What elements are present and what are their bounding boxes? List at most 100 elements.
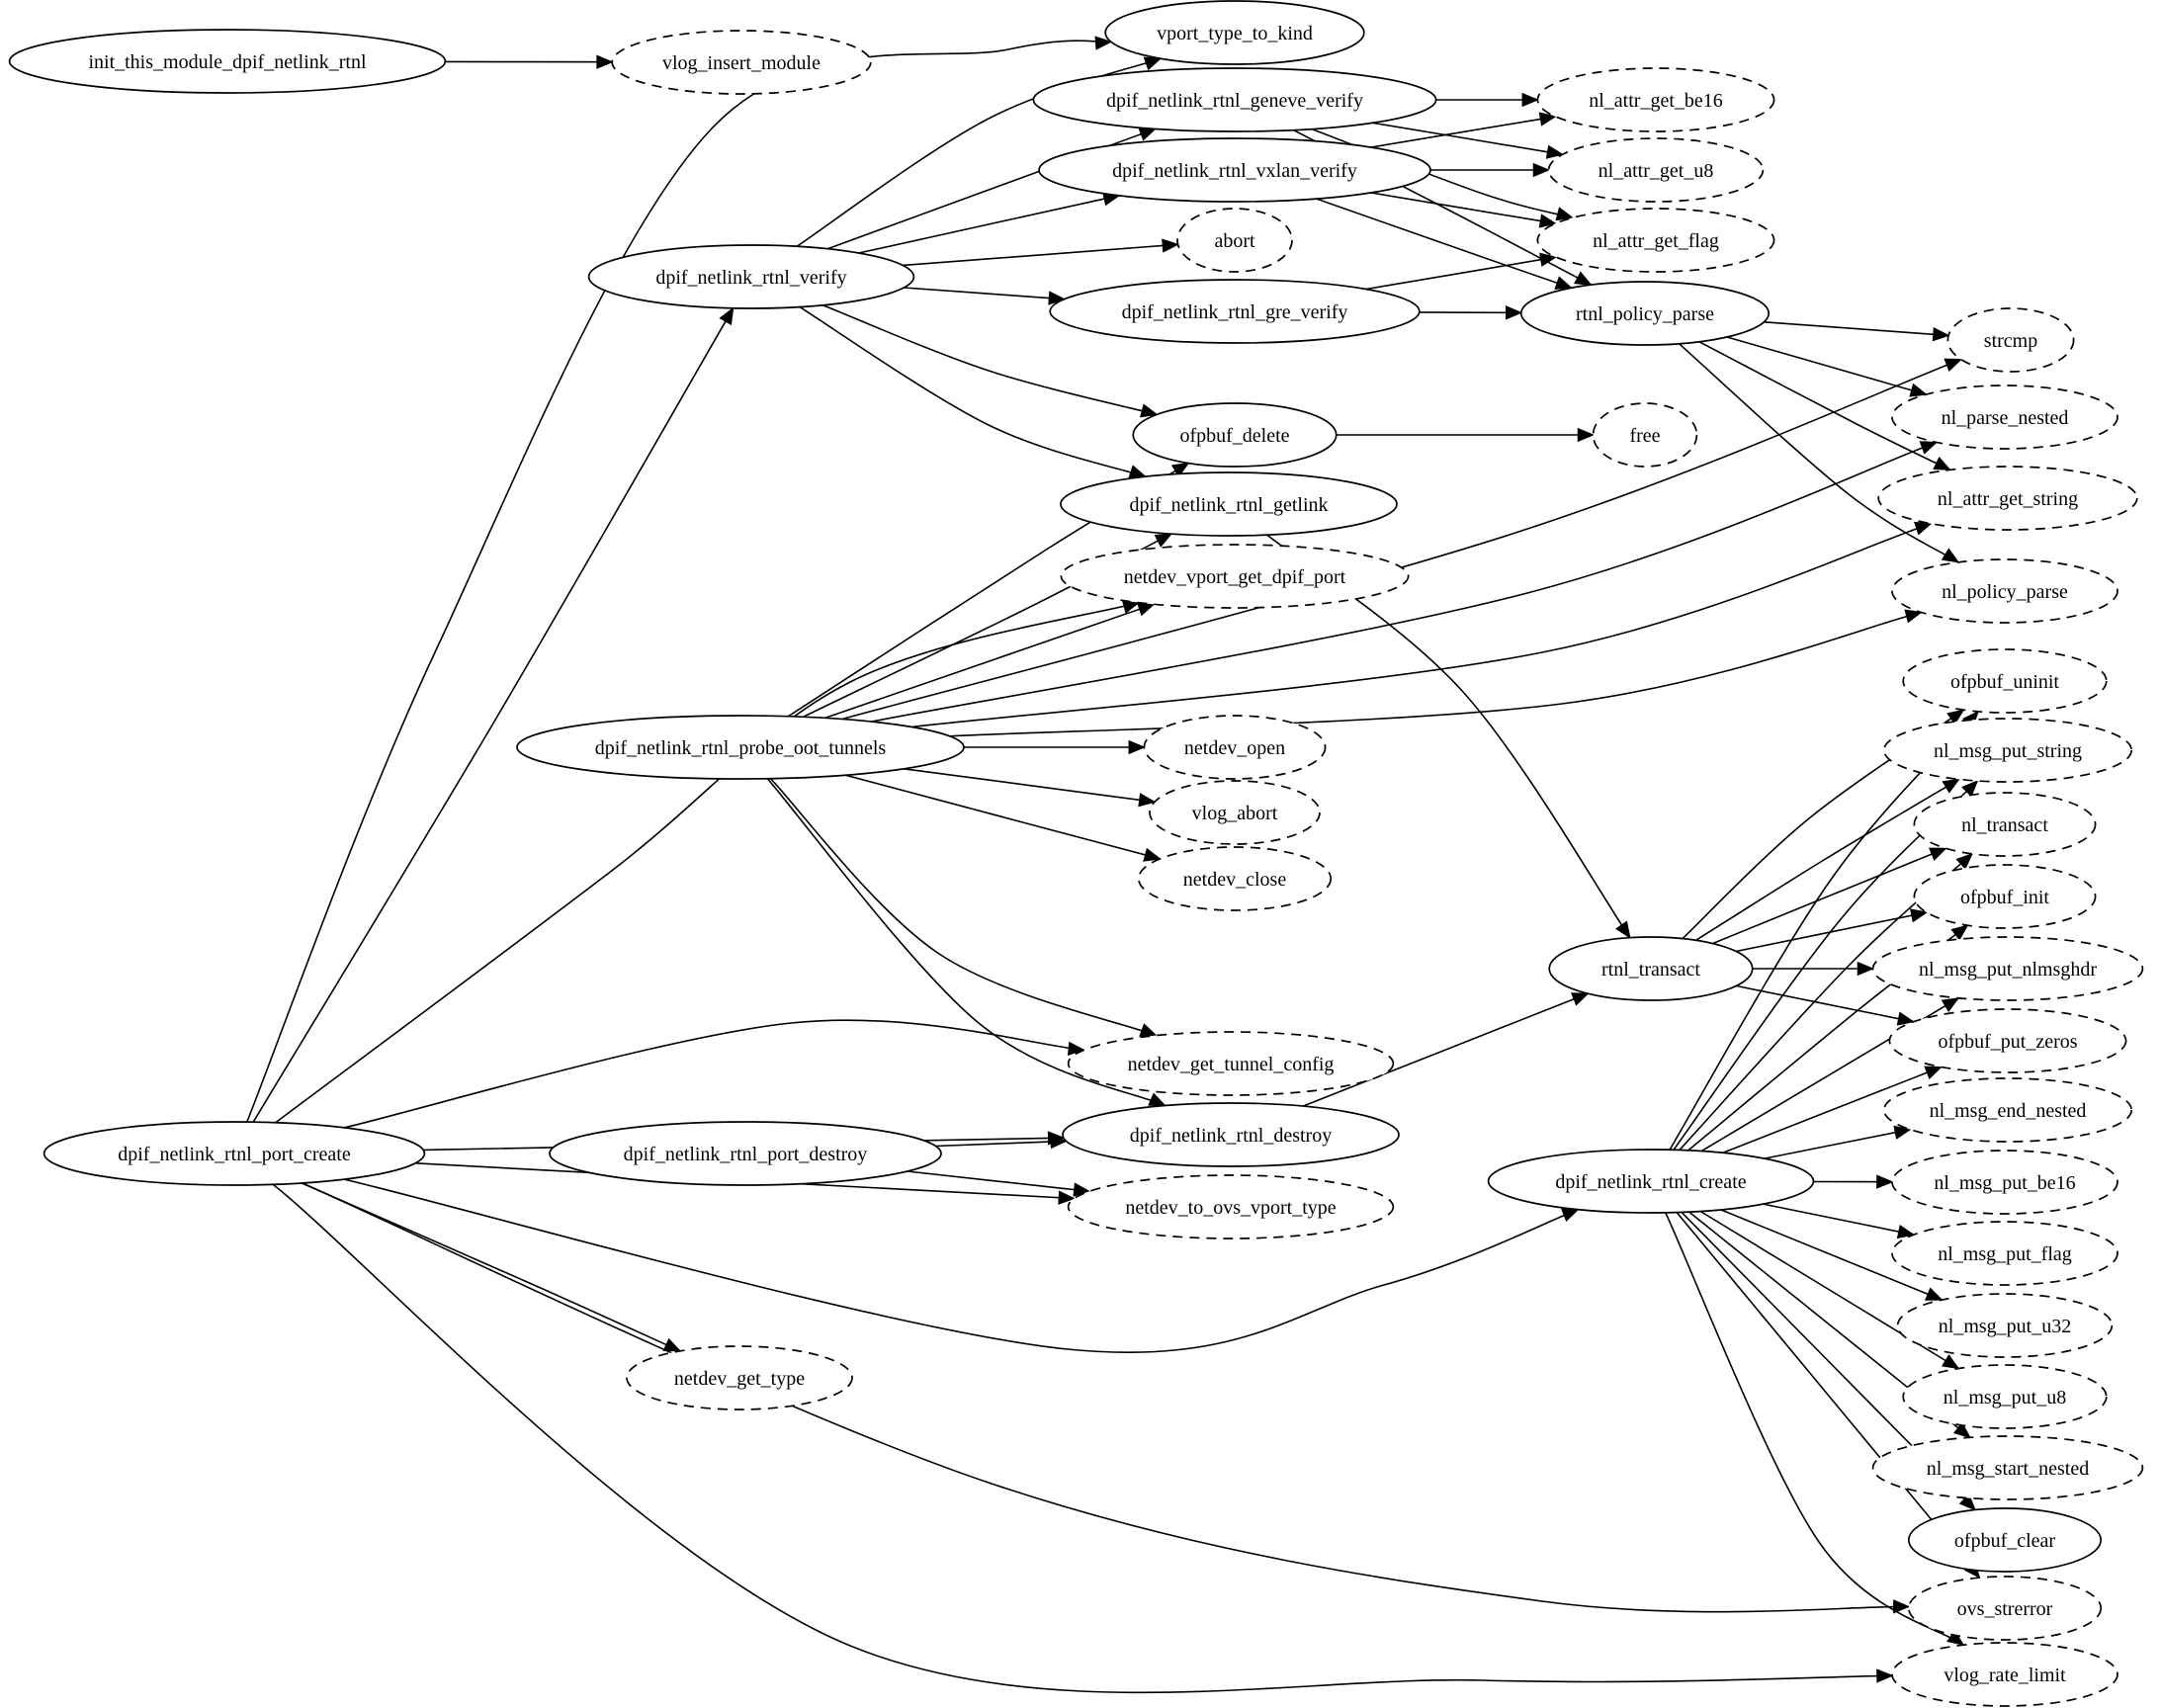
node-shape-nl_policy_parse [1891, 558, 2118, 624]
node-label: nl_transact [1961, 814, 2048, 836]
edge-dpif_netlink_rtnl_create--nl_msg_put_u8 [1699, 1210, 1960, 1370]
node-nl_attr_get_be16: nl_attr_get_be16 [1536, 67, 1775, 132]
node-shape-init_this_module_dpif_netlink_rtnl [8, 29, 447, 94]
node-label: nl_msg_start_nested [1927, 1458, 2089, 1480]
node-shape-dpif_netlink_rtnl_gre_verify [1049, 279, 1421, 344]
node-ofpbuf_put_zeros: ofpbuf_put_zeros [1888, 1008, 2127, 1073]
node-label: nl_attr_get_string [1938, 488, 2078, 510]
node-label: rtnl_transact [1601, 959, 1700, 981]
node-label: init_this_module_dpif_netlink_rtnl [88, 51, 367, 73]
node-shape-dpif_netlink_rtnl_getlink [1060, 471, 1398, 537]
node-ofpbuf_clear: ofpbuf_clear [1907, 1507, 2103, 1573]
node-dpif_netlink_rtnl_destroy: dpif_netlink_rtnl_destroy [1062, 1102, 1400, 1167]
edge-dpif_netlink_rtnl_probe_oot_tunnels--netdev_close [844, 774, 1162, 862]
node-shape-nl_attr_get_u8 [1547, 137, 1765, 203]
node-shape-dpif_netlink_rtnl_port_create [43, 1121, 426, 1186]
node-ofpbuf_uninit: ofpbuf_uninit [1902, 648, 2108, 714]
node-shape-nl_transact [1913, 792, 2097, 857]
edge-dpif_netlink_rtnl_port_create--ovs_strerror [302, 1182, 1911, 1614]
edge-rtnl_policy_parse--nl_policy_parse [1679, 343, 1960, 563]
node-shape-netdev_get_tunnel_config [1067, 1031, 1395, 1096]
edge-dpif_netlink_rtnl_probe_oot_tunnels--strcmp [841, 358, 1963, 721]
node-dpif_netlink_rtnl_vxlan_verify: dpif_netlink_rtnl_vxlan_verify [1038, 137, 1431, 203]
node-strcmp: strcmp [1946, 307, 2075, 373]
edge-dpif_netlink_rtnl_verify--dpif_netlink_rtnl_vxlan_verify [858, 192, 1121, 254]
node-label: nl_parse_nested [1942, 407, 2069, 429]
node-shape-nl_attr_get_be16 [1536, 67, 1775, 132]
edge-dpif_netlink_rtnl_create--nl_msg_put_flag [1763, 1203, 1916, 1239]
node-label: netdev_vport_get_dpif_port [1124, 566, 1346, 588]
node-label: nl_policy_parse [1942, 581, 2068, 603]
node-shape-ofpbuf_uninit [1902, 648, 2108, 714]
node-shape-nl_msg_put_be16 [1891, 1150, 2118, 1215]
edge-rtnl_transact--nl_transact [1712, 847, 1947, 945]
edge-dpif_netlink_rtnl_destroy--rtnl_transact [1302, 992, 1590, 1107]
node-shape-nl_msg_put_u8 [1902, 1364, 2108, 1429]
node-label: netdev_open [1184, 737, 1285, 759]
node-label: free [1629, 425, 1660, 447]
node-label: dpif_netlink_rtnl_getlink [1129, 494, 1328, 516]
node-shape-netdev_to_ovs_vport_type [1067, 1174, 1395, 1239]
node-dpif_netlink_rtnl_create: dpif_netlink_rtnl_create [1487, 1149, 1815, 1214]
node-dpif_netlink_rtnl_getlink: dpif_netlink_rtnl_getlink [1060, 471, 1398, 537]
node-shape-ofpbuf_init [1913, 864, 2097, 929]
node-nl_msg_put_u8: nl_msg_put_u8 [1902, 1364, 2108, 1429]
node-rtnl_transact: rtnl_transact [1548, 936, 1754, 1001]
node-netdev_open: netdev_open [1143, 715, 1327, 780]
node-nl_msg_put_u32: nl_msg_put_u32 [1896, 1293, 2114, 1358]
edge-dpif_netlink_rtnl_probe_oot_tunnels--netdev_get_tunnel_config [769, 778, 1158, 1037]
node-shape-netdev_open [1143, 715, 1327, 780]
edge-dpif_netlink_rtnl_geneve_verify--nl_attr_get_u8 [1372, 122, 1565, 159]
node-free: free [1592, 402, 1698, 468]
node-shape-nl_attr_get_string [1877, 466, 2138, 531]
node-label: nl_msg_put_u32 [1939, 1316, 2071, 1337]
node-shape-vlog_abort [1149, 780, 1321, 845]
edge-rtnl_transact--nl_msg_put_string [1695, 778, 1960, 941]
node-label: vport_type_to_kind [1157, 23, 1313, 44]
node-nl_msg_put_string: nl_msg_put_string [1882, 718, 2133, 783]
node-shape-nl_msg_start_nested [1871, 1435, 2144, 1500]
node-label: strcmp [1984, 330, 2037, 352]
node-dpif_netlink_rtnl_probe_oot_tunnels: dpif_netlink_rtnl_probe_oot_tunnels [516, 715, 965, 780]
node-dpif_netlink_rtnl_geneve_verify: dpif_netlink_rtnl_geneve_verify [1032, 67, 1437, 132]
node-label: dpif_netlink_rtnl_probe_oot_tunnels [595, 737, 887, 759]
edge-dpif_netlink_rtnl_port_create--netdev_get_tunnel_config [344, 1019, 1085, 1129]
edge-dpif_netlink_rtnl_probe_oot_tunnels--netdev_vport_get_dpif_port [824, 602, 1156, 720]
node-shape-dpif_netlink_rtnl_probe_oot_tunnels [516, 715, 965, 780]
edge-dpif_netlink_rtnl_port_destroy--dpif_netlink_rtnl_destroy [935, 1134, 1068, 1150]
node-label: ofpbuf_clear [1954, 1530, 2056, 1552]
node-dpif_netlink_rtnl_port_destroy: dpif_netlink_rtnl_port_destroy [549, 1121, 942, 1186]
node-shape-netdev_close [1137, 846, 1333, 911]
edge-rtnl_transact--ofpbuf_put_zeros [1736, 984, 1916, 1026]
edge-dpif_netlink_rtnl_port_create--netdev_vport_get_dpif_port [275, 599, 1141, 1124]
node-netdev_get_tunnel_config: netdev_get_tunnel_config [1067, 1031, 1395, 1096]
node-shape-ofpbuf_put_zeros [1888, 1008, 2127, 1073]
edge-dpif_netlink_rtnl_create--nl_msg_put_nlmsghdr [1700, 997, 1960, 1153]
edge-dpif_netlink_rtnl_geneve_verify--nl_attr_get_flag [1311, 128, 1574, 221]
node-shape-nl_parse_nested [1891, 384, 2118, 450]
node-label: dpif_netlink_rtnl_destroy [1130, 1125, 1332, 1147]
node-label: nl_attr_get_be16 [1589, 90, 1723, 112]
node-shape-nl_msg_end_nested [1882, 1077, 2133, 1143]
node-shape-abort [1176, 208, 1293, 273]
node-netdev_close: netdev_close [1137, 846, 1333, 911]
node-label: dpif_netlink_rtnl_vxlan_verify [1112, 160, 1357, 182]
node-shape-nl_attr_get_flag [1536, 208, 1775, 273]
node-nl_msg_put_be16: nl_msg_put_be16 [1891, 1150, 2118, 1215]
node-label: ofpbuf_uninit [1950, 671, 2059, 693]
node-label: dpif_netlink_rtnl_port_create [118, 1144, 351, 1165]
node-label: ofpbuf_delete [1179, 425, 1289, 447]
node-nl_parse_nested: nl_parse_nested [1891, 384, 2118, 450]
node-dpif_netlink_rtnl_port_create: dpif_netlink_rtnl_port_create [43, 1121, 426, 1186]
edge-dpif_netlink_rtnl_probe_oot_tunnels--nl_attr_get_string [911, 521, 1933, 728]
edge-dpif_netlink_rtnl_create--ofpbuf_uninit [1669, 710, 1979, 1151]
node-label: dpif_netlink_rtnl_verify [655, 267, 846, 289]
node-shape-rtnl_transact [1548, 936, 1754, 1001]
edge-dpif_netlink_rtnl_verify--ofpbuf_delete [822, 303, 1159, 418]
edge-dpif_netlink_rtnl_port_create--dpif_netlink_rtnl_create [344, 1178, 1580, 1353]
node-nl_attr_get_u8: nl_attr_get_u8 [1547, 137, 1765, 203]
edge-dpif_netlink_rtnl_verify--dpif_netlink_rtnl_getlink [799, 305, 1147, 479]
